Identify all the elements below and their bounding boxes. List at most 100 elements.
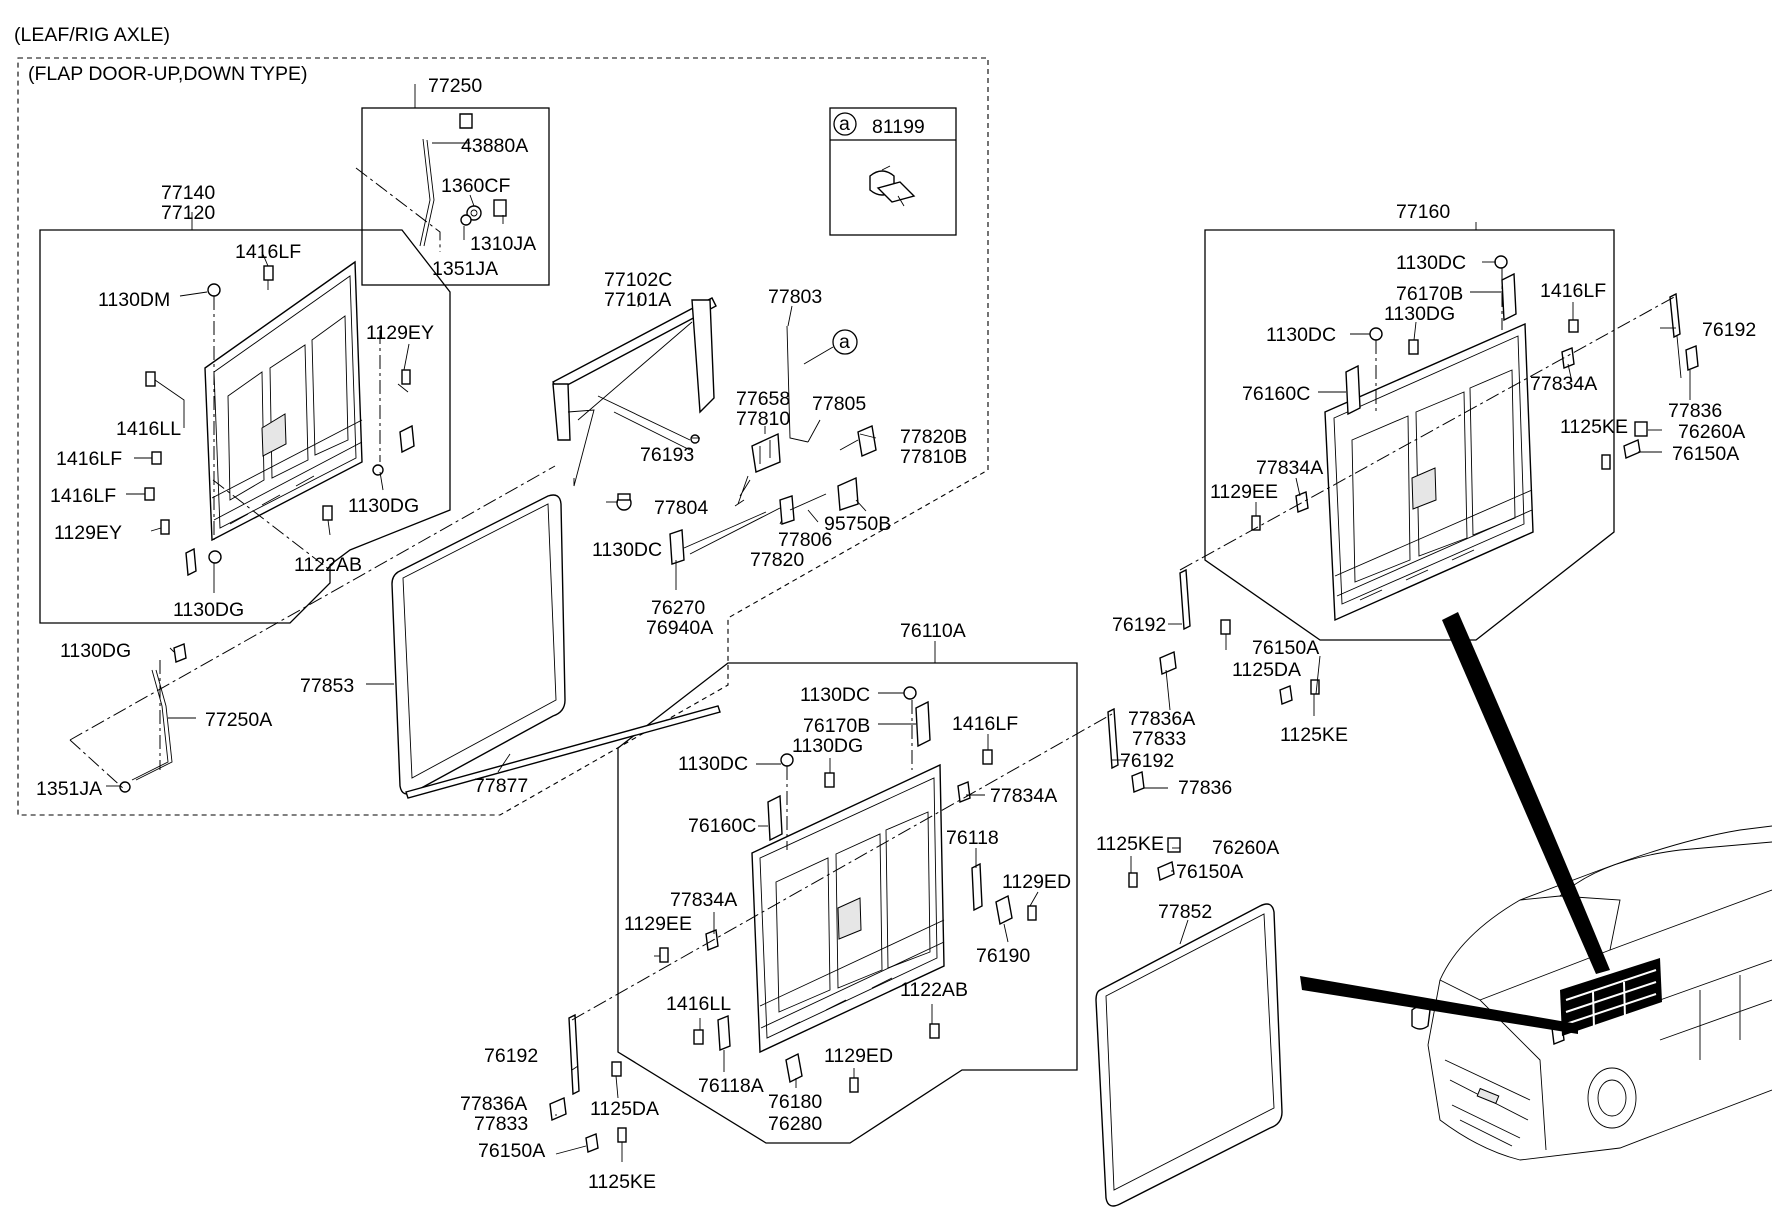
label-1122AB-a: 1122AB	[294, 554, 362, 576]
label-1416LL-a: 1416LL	[116, 418, 181, 440]
label-77852: 77852	[1158, 901, 1212, 923]
label-1351JA-top: 1351JA	[432, 258, 498, 280]
nut-1130DM	[207, 283, 221, 297]
label-77877: 77877	[474, 775, 528, 797]
label-76118: 76118	[946, 827, 999, 849]
bolt-1416LL-b	[693, 1029, 704, 1045]
label-1130DG-c: 1130DG	[60, 640, 131, 662]
label-95750B: 95750B	[824, 513, 891, 535]
strut-76192-a	[1669, 292, 1682, 379]
label-77810: 77810	[736, 408, 790, 430]
bracket-77836A-a	[1159, 650, 1177, 676]
label-77836A-b: 77836A	[460, 1093, 527, 1115]
hinge-76170B-b	[915, 700, 931, 748]
label-76150A-c: 76150A	[1176, 861, 1243, 883]
nut-1360CF	[466, 205, 482, 221]
hinge-76170B-a	[1501, 272, 1517, 322]
label-76260A-b: 76260A	[1212, 837, 1279, 859]
bolt-1125KE-a	[1601, 454, 1611, 470]
marker-a-letter: a	[839, 331, 850, 353]
marker-a-leader	[803, 346, 834, 365]
label-1416LL-b: 1416LL	[666, 993, 731, 1015]
label-76150A-a: 76150A	[1672, 443, 1739, 465]
bolt-1130DG-e	[824, 772, 835, 788]
weatherstrip-77853-inner	[402, 503, 557, 779]
door-panel-76110A	[751, 763, 945, 1054]
hinge-76160C-b	[767, 794, 783, 842]
frame-77102c	[552, 297, 717, 487]
assembly-line-5	[571, 700, 1113, 1021]
bolt-1416LF-b	[151, 451, 162, 465]
hinge-76118	[971, 862, 983, 912]
bracket-76150A-b	[1279, 685, 1293, 705]
weatherstrip-77852	[1095, 903, 1283, 1207]
label-77806: 77806	[778, 529, 832, 551]
label-77101A: 77101A	[604, 289, 671, 311]
bracket-77834A-a	[1561, 347, 1575, 369]
label-1360CF: 1360CF	[441, 175, 510, 197]
label-76110A: 76110A	[900, 620, 966, 642]
cap-76260A-b	[1167, 837, 1181, 853]
label-76190: 76190	[976, 945, 1030, 967]
reference-arrows	[1300, 612, 1610, 1034]
group-box-76110A	[617, 662, 1078, 1144]
label-1351JA-b: 1351JA	[36, 778, 102, 800]
label-77836-b: 77836	[1178, 777, 1232, 799]
label-1129ED-a: 1129ED	[1002, 871, 1071, 893]
label-1122AB-b: 1122AB	[900, 979, 968, 1001]
label-1130DC-d: 1130DC	[800, 684, 870, 706]
label-76192-b: 76192	[1112, 614, 1166, 636]
bracket-77834A-d	[705, 929, 719, 951]
label-77834A-b: 77834A	[1256, 457, 1323, 479]
bolt-1129EY-b	[160, 519, 170, 535]
label-1416LF-c: 1416LF	[50, 485, 116, 507]
hinge-76270	[669, 495, 795, 565]
label-1130DC-b: 1130DC	[1396, 252, 1466, 274]
label-76160C-b: 76160C	[688, 815, 756, 837]
label-1130DM: 1130DM	[98, 289, 170, 311]
group-box-77160	[1204, 229, 1615, 641]
label-77833-a: 77833	[1132, 728, 1186, 750]
label-77833-b: 77833	[474, 1113, 528, 1135]
washer-1351JA-b	[119, 781, 131, 793]
rod-77250A	[131, 643, 187, 781]
label-77853: 77853	[300, 675, 354, 697]
label-1125KE-b: 1125KE	[1280, 724, 1348, 746]
assembly-line-3	[69, 660, 161, 791]
label-1130DG-d: 1130DG	[1384, 303, 1455, 325]
bolt-1416LF-e	[982, 749, 993, 765]
latch-95750B	[837, 476, 859, 511]
weatherstrip-77853	[391, 494, 566, 795]
bolt-1416LF-c	[144, 487, 155, 501]
nut-1130DC-b	[1494, 255, 1508, 269]
bolt-1125DA-a	[1220, 619, 1231, 635]
nut-1130DC-d	[903, 686, 917, 700]
bracket-76150A-d	[585, 1133, 599, 1153]
label-76193: 76193	[640, 444, 694, 466]
cap-76260A-a	[1634, 421, 1648, 437]
nut-1130DC-c	[1369, 327, 1383, 341]
strut-76192-b	[1179, 568, 1191, 631]
label-1129EY-a: 1129EY	[366, 322, 434, 344]
label-76192-d: 76192	[484, 1045, 538, 1067]
label-77820B: 77820B	[900, 426, 967, 448]
label-77810B: 77810B	[900, 446, 967, 468]
bracket-77836-b	[1131, 771, 1145, 793]
door-type-heading: (FLAP DOOR-UP,DOWN TYPE)	[28, 63, 308, 85]
door-panel-77140	[204, 260, 363, 542]
weatherstrip-77877	[405, 705, 721, 799]
label-76192-a: 76192	[1702, 319, 1756, 341]
label-1125KE-d: 1125KE	[588, 1171, 656, 1193]
group-box-77250	[361, 107, 550, 286]
bolt-1125DA-b	[611, 1061, 622, 1077]
bracket-76180	[785, 1052, 803, 1084]
label-1125KE-a: 1125KE	[1560, 416, 1628, 438]
axle-heading: (LEAF/RIG AXLE)	[14, 24, 170, 46]
label-77160: 77160	[1396, 201, 1450, 223]
label-77834A-d: 77834A	[670, 889, 737, 911]
label-76260A-a: 76260A	[1678, 421, 1745, 443]
label-77836-a: 77836	[1668, 400, 1722, 422]
label-77140: 77140	[161, 182, 215, 204]
rod-77803	[786, 325, 809, 443]
bolt-1125KE-d	[617, 1127, 627, 1143]
